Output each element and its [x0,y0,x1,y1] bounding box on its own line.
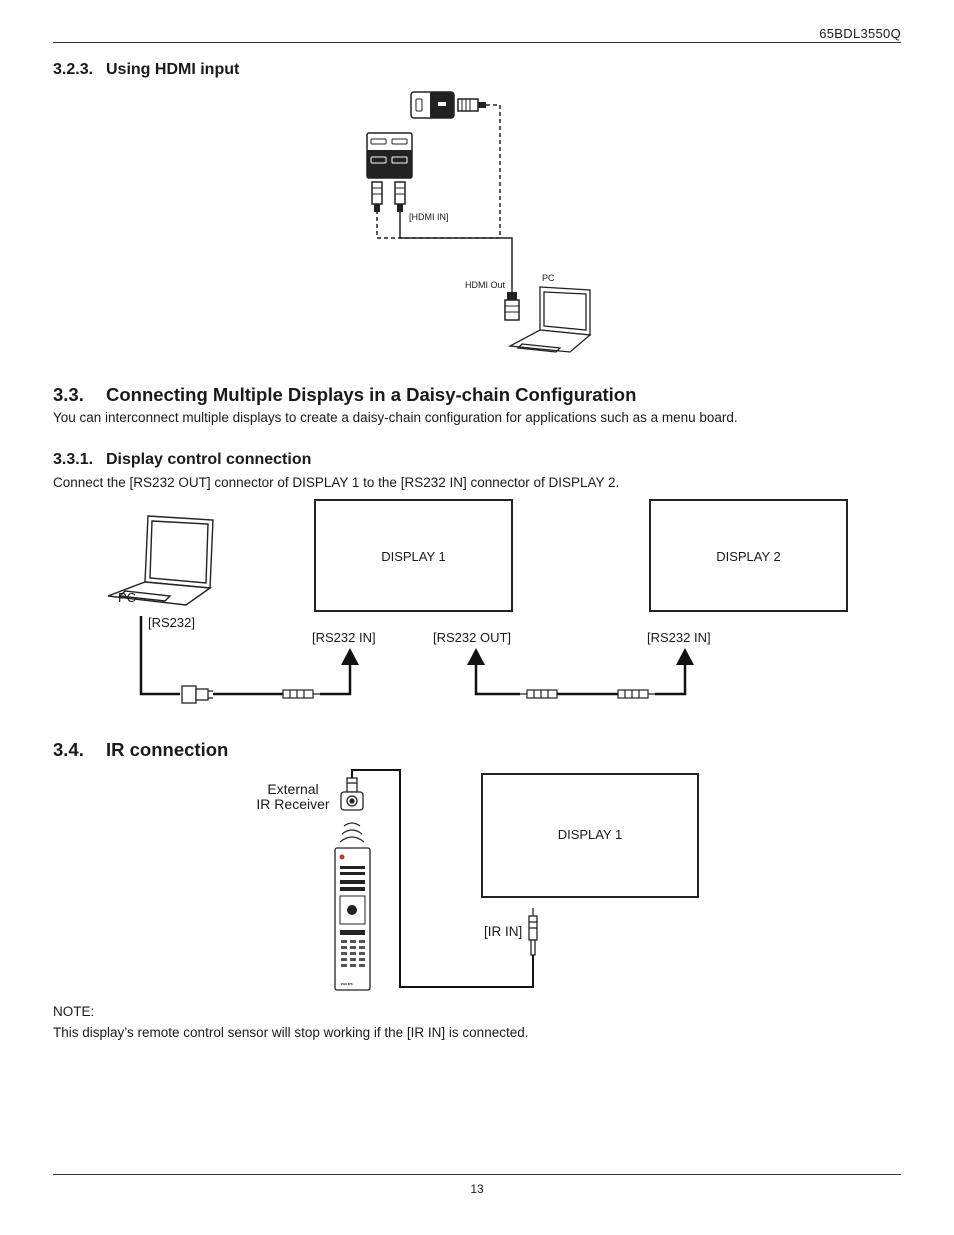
remote-control-icon [334,847,371,991]
hdmi-plug-horizontal [457,98,486,112]
arrow-icon-d1-in [341,648,359,665]
audio-jack-icon-3 [617,689,655,699]
footer-rule [53,1174,901,1175]
section-323-heading: 3.2.3. Using HDMI input [53,61,239,79]
section-33-text: You can interconnect multiple displays t… [53,410,738,425]
ir-in-label: [IR IN] [484,924,523,939]
hdmi-plugs-vertical [371,181,406,212]
section-331-text: Connect the [RS232 OUT] connector of DIS… [53,475,620,490]
note-text-before: This display’s remote control sensor wil… [53,1025,411,1040]
section-number: 3.3.1. [53,451,94,468]
section-number: 3.4. [53,739,84,760]
display-2-box: DISPLAY 2 [649,499,848,612]
d1-rs232-out-label: [RS232 OUT] [433,630,512,645]
section-title: Display control connection [106,451,312,468]
pc-laptop-icon [107,515,214,606]
section-number: 3.3. [53,384,84,405]
section-title: IR connection [106,739,229,760]
ir-receiver-line1: External [267,781,319,797]
model-number: 65BDL3550Q [819,26,901,41]
note-text-highlight: IR IN [410,1025,442,1040]
d2-rs232-in-label: [RS232 IN] [647,630,711,645]
db9-connector-icon [181,685,213,704]
section-33-heading: 3.3. Connecting Multiple Displays in a Da… [53,384,636,406]
rs232-label: [RS232] [148,615,195,630]
display-2-label: DISPLAY 2 [716,549,781,564]
display-1-label: DISPLAY 1 [381,549,446,564]
ir-receiver-icon [340,777,364,811]
hdmi-cable-solid [399,212,513,292]
rs232-pc-label: PC [118,590,137,605]
hdmi-in-label: [HDMI IN] [409,212,449,222]
ir-waves-icon [339,822,365,843]
arrow-icon-d2-in [676,648,694,665]
section-title: Using HDMI input [106,61,240,78]
display-1-box: DISPLAY 1 [314,499,513,612]
audio-jack-icon-2 [520,689,558,699]
header-rule [53,42,901,43]
section-34-heading: 3.4. IR connection [53,739,228,761]
note-text-after: ] is connected. [441,1025,529,1040]
audio-jack-icon-1 [282,689,320,699]
d1-rs232-in-label: [RS232 IN] [312,630,376,645]
arrow-icon-d1-out [467,648,485,665]
ir-jack-icon [528,908,538,956]
ir-display-1-label: DISPLAY 1 [557,827,623,842]
page-number: 13 [470,1182,484,1196]
hdmi-out-label: HDMI Out [465,280,506,290]
section-331-heading: 3.3.1. Display control connection [53,451,311,469]
note-text: This display’s remote control sensor wil… [53,1025,528,1040]
note-label: NOTE: [53,1004,95,1019]
ir-display-1-box: DISPLAY 1 [481,773,699,898]
ir-receiver-line2: IR Receiver [256,796,330,812]
ir-receiver-label: External IR Receiver [250,782,336,812]
remote-brand-text: PHILIPS [341,982,353,986]
section-title: Connecting Multiple Displays in a Daisy-… [106,384,637,405]
hdmi-pc-label: PC [542,273,555,283]
hdmi-plug-pc [504,292,520,321]
laptop-icon [507,286,592,353]
section-number: 3.2.3. [53,61,94,78]
